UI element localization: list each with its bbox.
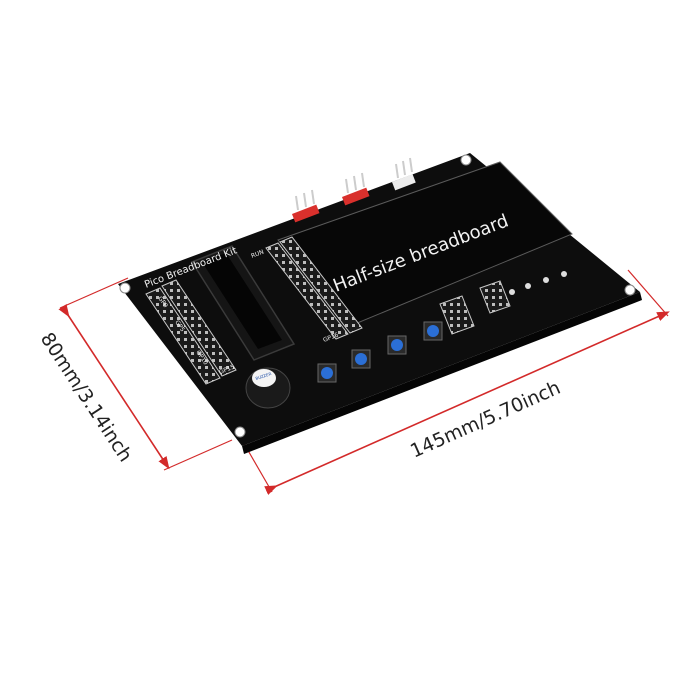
left-header-strip — [145, 287, 221, 385]
led — [525, 283, 531, 289]
pin-label: RUN — [250, 249, 265, 260]
push-button — [423, 321, 443, 341]
width-dimension-label: 145mm/5.70inch — [407, 377, 564, 463]
mount-hole — [460, 154, 472, 166]
white-connector — [392, 157, 416, 191]
red-connector — [342, 172, 370, 206]
pin-header-block — [439, 295, 475, 335]
right-header-strip-2 — [279, 236, 363, 334]
height-dimension-line — [58, 304, 170, 470]
right-header-strip — [265, 242, 349, 340]
width-dimension-line — [264, 311, 670, 495]
led — [561, 271, 567, 277]
led — [509, 289, 515, 295]
buzzer: BUZZER — [245, 367, 291, 409]
mount-hole — [119, 282, 131, 294]
mount-hole — [234, 426, 246, 438]
push-button — [351, 349, 371, 369]
pico-socket-inner — [202, 253, 282, 349]
pcb-board: Half-size breadboard Pico Breadboard Kit… — [118, 153, 642, 454]
pin-header-block — [479, 280, 511, 314]
mount-hole — [624, 284, 636, 296]
led — [543, 277, 549, 283]
buzzer-text: BUZZER — [255, 371, 272, 381]
push-button — [317, 363, 337, 383]
pcb-edge — [242, 292, 642, 454]
left-header-strip-2 — [161, 279, 237, 377]
red-connector — [292, 189, 320, 223]
push-button — [387, 335, 407, 355]
